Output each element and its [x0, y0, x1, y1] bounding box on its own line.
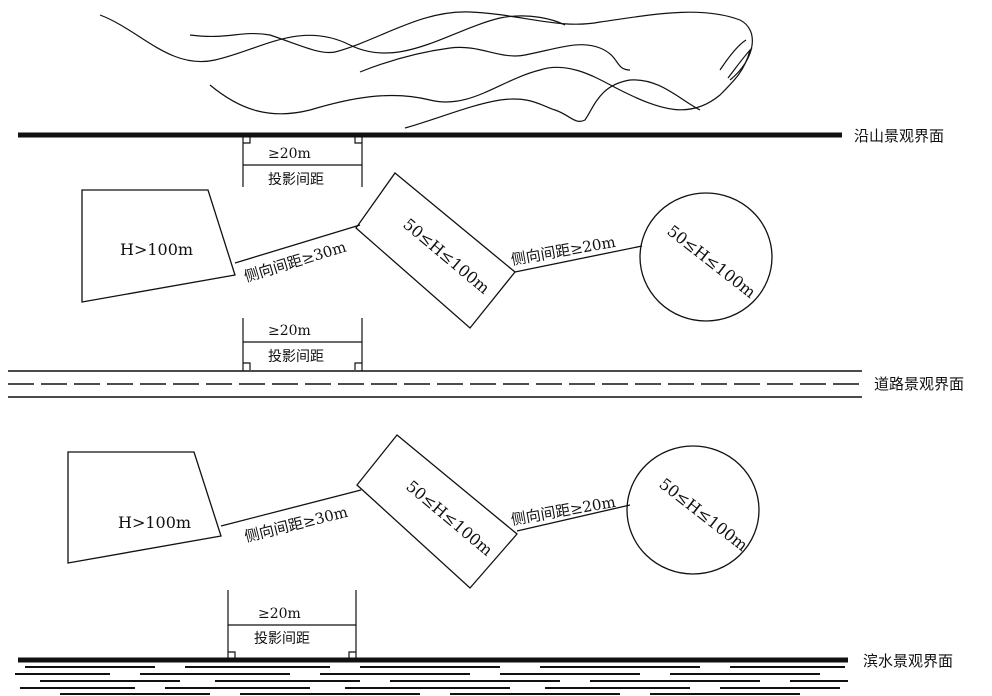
tall-building [81, 189, 236, 303]
mountain-contour-line [189, 11, 753, 81]
spacing-line [514, 245, 643, 273]
building-group-2 [67, 434, 760, 589]
water-waves [15, 666, 848, 695]
setback-label-text: 投影间距 [268, 172, 324, 188]
mountain-contour-line [99, 14, 566, 63]
building-group-1 [81, 172, 773, 329]
setback-label-text: 投影间距 [254, 631, 310, 647]
spacing-label-second: 侧向间距≥20m [510, 493, 617, 529]
tall-building-label: H>100m [118, 513, 191, 532]
spacing-label-first: 侧向间距≥30m [243, 503, 350, 546]
tall-building-label: H>100m [120, 240, 193, 259]
setback-min-text: ≥20m [258, 606, 301, 622]
mid-building [356, 434, 518, 589]
oval-building-label: 50≤H≤100m [664, 221, 760, 302]
water-boundary-label: 滨水景观界面 [863, 652, 953, 670]
road-boundary-lines [8, 370, 862, 398]
setback-label-text: 投影间距 [268, 349, 324, 365]
setback-dimension-3 [227, 590, 357, 660]
spacing-line [234, 224, 361, 264]
mountain-contour-line [719, 39, 753, 79]
mountain-contour-line [359, 44, 631, 73]
mid-building-label: 50≤H≤100m [402, 477, 496, 560]
mid-building [355, 172, 516, 329]
road-boundary-label: 道路景观界面 [874, 375, 964, 393]
mountain-boundary-label: 沿山景观界面 [854, 127, 944, 145]
mountain-contours [99, 11, 753, 129]
mountain-contour-line [209, 49, 751, 115]
spacing-line [220, 489, 362, 527]
setback-dimension-2 [242, 318, 363, 371]
setback-min-text: ≥20m [268, 146, 311, 162]
mid-building-label: 50≤H≤100m [399, 215, 493, 298]
mountain-contour-line [404, 79, 701, 129]
spacing-label-second: 侧向间距≥20m [510, 233, 617, 269]
oval-building-label: 50≤H≤100m [656, 474, 752, 555]
oval-building [639, 192, 773, 322]
setback-dimension-1 [242, 135, 363, 187]
setback-min-text: ≥20m [268, 323, 311, 339]
oval-building [626, 445, 760, 575]
tall-building [67, 451, 222, 564]
spacing-line [516, 504, 631, 532]
